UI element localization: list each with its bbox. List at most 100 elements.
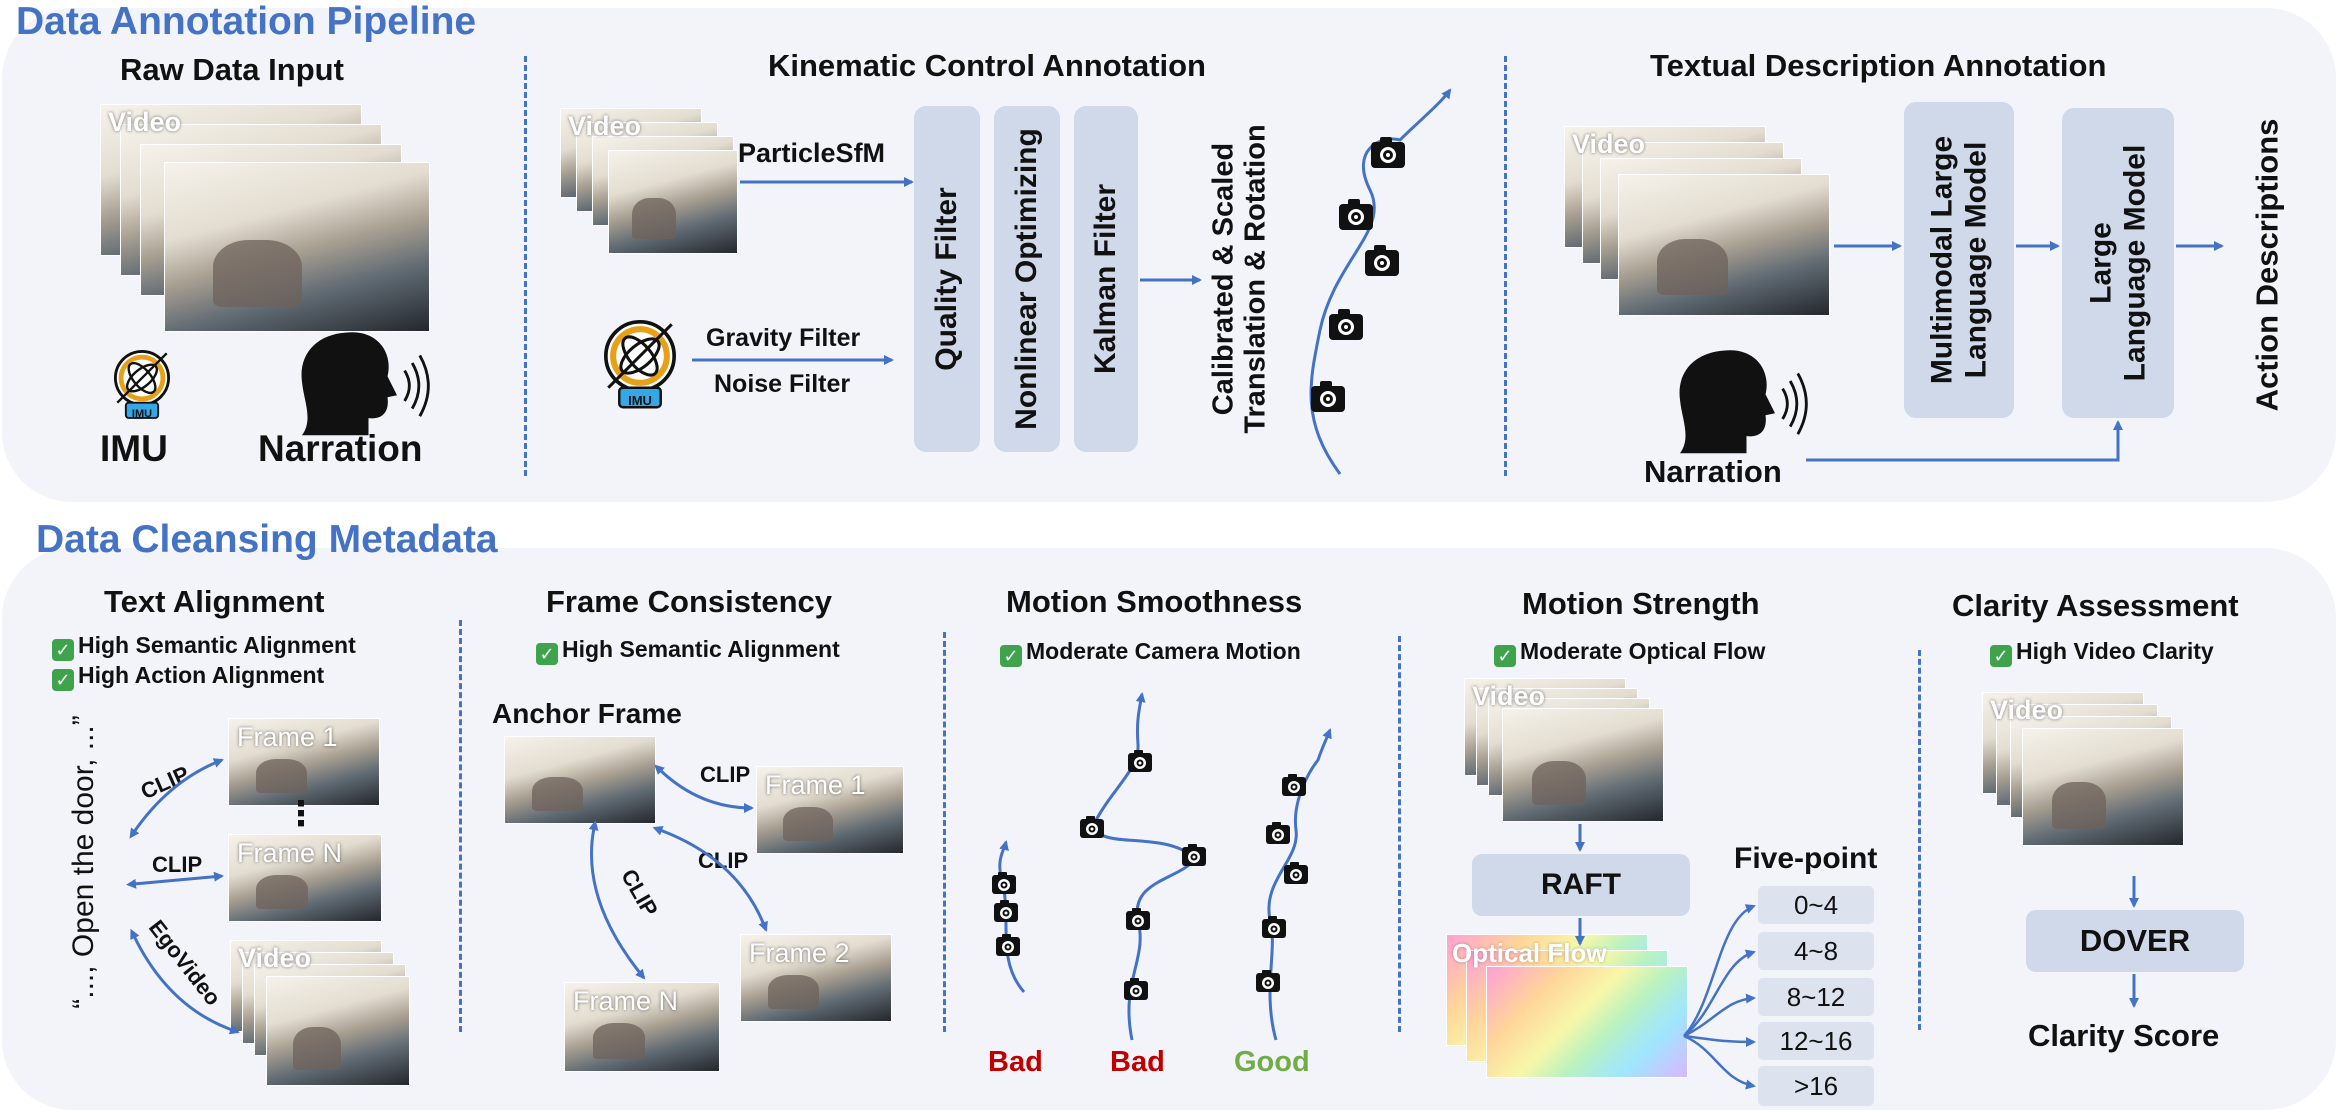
ms-traj-bad-2	[1090, 692, 1199, 1041]
bin-2: 8~12	[1758, 978, 1874, 1016]
bin-1: 4~8	[1758, 932, 1874, 970]
gravity-filter-label: Gravity Filter	[706, 324, 861, 352]
arrow-bin-1	[1683, 949, 1756, 1037]
fc-arrow-frame2	[652, 826, 768, 932]
textual-title: Textual Description Annotation	[1650, 48, 2107, 83]
fc-frame-n: Frame N	[564, 982, 720, 1072]
ta-frame-1: Frame 1	[228, 718, 380, 806]
clarity-title: Clarity Assessment	[1952, 588, 2239, 623]
kalman-filter-box: Kalman Filter	[1074, 106, 1138, 452]
llm-box: Large Language Model	[2062, 108, 2174, 418]
textual-narration-label: Narration	[1644, 454, 1782, 489]
camera-icon	[1266, 822, 1290, 844]
ms-label-good: Good	[1234, 1046, 1310, 1078]
arrow-bin-0	[1683, 904, 1756, 1037]
ms-label-bad-2: Bad	[1110, 1046, 1165, 1078]
bin-0: 0~4	[1758, 886, 1874, 924]
raft-box: RAFT	[1472, 854, 1690, 916]
raw-title: Raw Data Input	[120, 52, 344, 87]
motion-smoothness-title: Motion Smoothness	[1006, 584, 1303, 619]
ta-dots: ⋮	[284, 795, 318, 833]
camera-icon	[1126, 908, 1150, 930]
check-icon: ✓	[1000, 645, 1022, 667]
ta-frame-n: Frame N	[228, 834, 382, 922]
raw-video-label: Video	[108, 107, 182, 137]
text-alignment-check-1: ✓High Semantic Alignment	[52, 632, 356, 661]
camera-icon	[1080, 816, 1104, 838]
optical-flow-3	[1486, 966, 1688, 1078]
narration-head-icon	[300, 330, 430, 437]
camera-icon	[1284, 862, 1308, 884]
bin-4: >16	[1758, 1066, 1874, 1106]
motion-strength-title: Motion Strength	[1522, 586, 1760, 621]
anchor-frame-label: Anchor Frame	[492, 698, 682, 729]
kinematic-imu-badge: IMU	[628, 393, 652, 408]
text-alignment-title: Text Alignment	[104, 584, 325, 619]
cleansing-header: Data Cleansing Metadata	[36, 518, 498, 561]
separator-3	[459, 620, 462, 1032]
particlesfm-label: ParticleSfM	[738, 138, 886, 168]
ms-traj-good	[1267, 728, 1332, 1041]
dover-box: DOVER	[2026, 910, 2244, 972]
camera-icon	[1329, 309, 1363, 340]
ta-arrow-frame1	[129, 758, 224, 839]
mllm-box: Multimodal Large Language Model	[1904, 102, 2014, 418]
ta-arrow-framen	[126, 871, 224, 889]
ms-label-bad-1: Bad	[988, 1046, 1043, 1078]
motion-smoothness-check: ✓Moderate Camera Motion	[1000, 638, 1301, 667]
textual-video-label: Video	[1572, 129, 1646, 159]
camera-icon	[1182, 844, 1206, 866]
noise-filter-label: Noise Filter	[714, 370, 851, 398]
fc-frame-1: Frame 1	[756, 766, 904, 854]
arrow-bin-3	[1683, 1034, 1756, 1047]
camera-icon	[1365, 245, 1399, 276]
pipeline-header: Data Annotation Pipeline	[16, 0, 477, 43]
separator-2	[1504, 56, 1507, 476]
check-icon: ✓	[1990, 645, 2012, 667]
fc-arrow-frame1	[654, 764, 754, 813]
camera-icon	[1256, 970, 1280, 992]
check-icon: ✓	[52, 639, 74, 661]
text-alignment-check-2: ✓High Action Alignment	[52, 662, 324, 691]
check-icon: ✓	[1494, 645, 1516, 667]
camera-icon	[1128, 750, 1152, 772]
textual-narration-head-icon	[1678, 348, 1808, 455]
clarity-score-label: Clarity Score	[2028, 1018, 2220, 1053]
camera-icon	[1311, 381, 1345, 412]
frame-consistency-check: ✓High Semantic Alignment	[536, 636, 840, 665]
five-point-label: Five-point	[1734, 842, 1878, 875]
camera-icon	[996, 934, 1020, 956]
camera-icon	[1339, 199, 1373, 230]
camera-icon	[1124, 978, 1148, 1000]
anchor-frame	[504, 736, 656, 824]
nonlinear-optimizing-box: Nonlinear Optimizing	[994, 106, 1060, 452]
camera-icon	[994, 900, 1018, 922]
quality-filter-box: Quality Filter	[914, 106, 980, 452]
arrow-bin-4	[1683, 1034, 1756, 1090]
separator-5	[1398, 636, 1401, 1032]
frame-consistency-title: Frame Consistency	[546, 584, 832, 619]
ms-video-label: Video	[1472, 681, 1546, 711]
arrow-bin-2	[1683, 993, 1756, 1038]
raw-imu-badge: IMU	[132, 408, 152, 420]
camera-icon	[992, 872, 1016, 894]
separator-6	[1918, 650, 1921, 1030]
camera-icon	[1282, 774, 1306, 796]
kinematic-video-label: Video	[568, 111, 642, 141]
fc-frame-2: Frame 2	[740, 934, 892, 1022]
clarity-check: ✓High Video Clarity	[1990, 638, 2214, 667]
raw-imu-label: IMU	[100, 428, 168, 469]
bin-3: 12~16	[1758, 1022, 1874, 1060]
arrow-narration-llm	[1806, 420, 2123, 462]
ta-arrow-video	[130, 928, 240, 1035]
check-icon: ✓	[536, 643, 558, 665]
separator-1	[524, 56, 527, 476]
clarity-video-label: Video	[1990, 695, 2064, 725]
ta-video-label: Video	[238, 943, 312, 973]
motion-strength-check: ✓Moderate Optical Flow	[1494, 638, 1765, 667]
check-icon: ✓	[52, 669, 74, 691]
fc-arrow-framen	[588, 820, 646, 980]
kinematic-title: Kinematic Control Annotation	[768, 48, 1206, 83]
camera-icon	[1262, 916, 1286, 938]
